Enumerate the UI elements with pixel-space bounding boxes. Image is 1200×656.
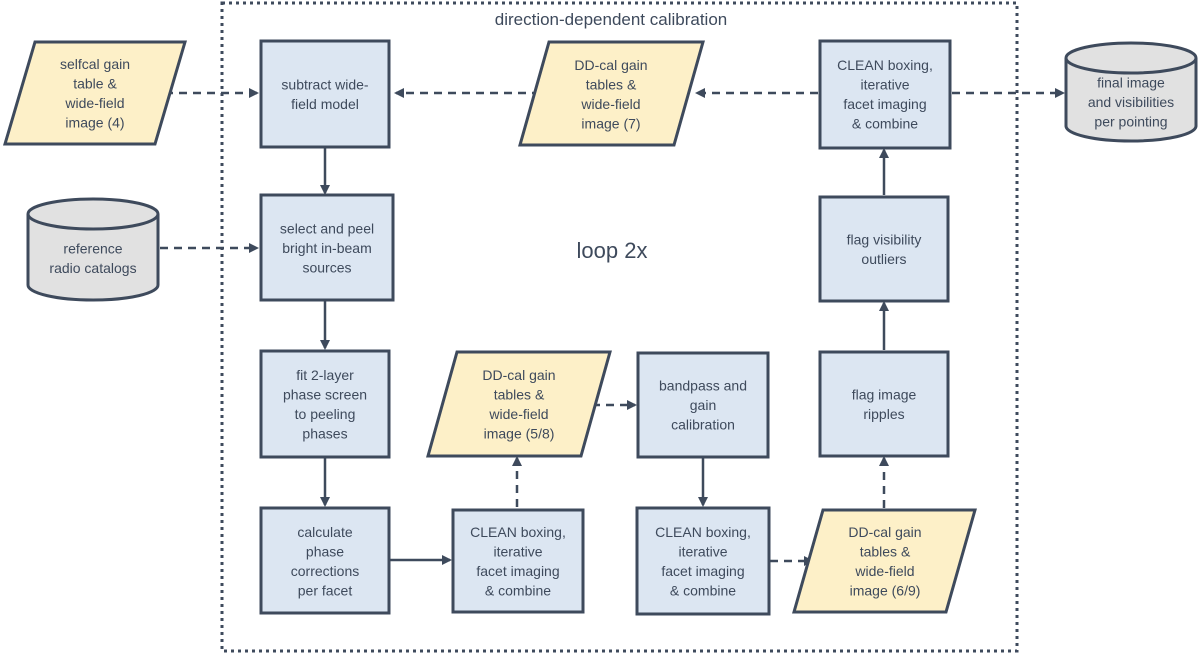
label-line: per pointing <box>1094 114 1167 130</box>
label-line: per facet <box>298 582 353 598</box>
label-line: field model <box>291 96 359 112</box>
data-ddcal-7-label: DD-cal gain tables & wide-field image (7) <box>574 57 647 132</box>
label-line: tables & <box>586 76 637 92</box>
data-ddcal-5-8-label: DD-cal gain tables & wide-field image (5/8) <box>482 367 555 442</box>
database-reference-catalogs: reference radio catalogs <box>26 197 160 302</box>
label-line: final image <box>1097 75 1165 91</box>
label-line: select and peel <box>280 221 374 237</box>
process-bandpass-gain-label: bandpass and gain calibration <box>659 378 747 433</box>
process-bandpass-gain: bandpass and gain calibration <box>636 351 770 459</box>
data-ddcal-6-9-label: DD-cal gain tables & wide-field image (6/9) <box>848 524 921 599</box>
process-fit-phase-screen: fit 2-layer phase screen to peeling phases <box>259 349 391 459</box>
label-line: iterative <box>860 76 909 92</box>
process-calc-phase-corrections: calculate phase corrections per facet <box>259 506 391 615</box>
label-line: phase <box>306 543 344 559</box>
label-line: radio catalogs <box>49 260 136 276</box>
data-ddcal-6-9: DD-cal gain tables & wide-field image (6/9) <box>792 508 977 614</box>
label-line: CLEAN boxing, <box>655 524 751 540</box>
label-line: phases <box>302 425 347 441</box>
process-subtract-model-label: subtract wide-field model <box>281 76 368 112</box>
process-subtract-model: subtract wide-field model <box>259 39 391 149</box>
direction-dependent-calibration-frame <box>220 1 1019 653</box>
label-line: bandpass and <box>659 378 747 394</box>
process-clean-imaging-1-label: CLEAN boxing, iterative facet imaging & com… <box>470 524 566 599</box>
process-flag-outliers: flag visibility outliers <box>818 195 950 303</box>
label-line: subtract wide- <box>281 76 368 92</box>
label-line: calibration <box>671 417 735 433</box>
label-line: CLEAN boxing, <box>837 57 933 73</box>
label-line: corrections <box>291 563 359 579</box>
process-flag-outliers-label: flag visibility outliers <box>847 231 922 266</box>
label-line: iterative <box>493 543 542 559</box>
label-line: selfcal gain <box>60 56 130 72</box>
label-line: wide-field <box>488 406 548 422</box>
label-line: phase screen <box>283 386 367 402</box>
label-line: CLEAN boxing, <box>470 524 566 540</box>
label-line: wide-field <box>64 95 124 111</box>
label-line: image (6/9) <box>850 582 921 598</box>
label-line: flag visibility <box>847 231 922 247</box>
label-line: and visibilities <box>1088 94 1174 110</box>
label-line: table & <box>73 75 117 91</box>
label-line: wide-field <box>854 563 914 579</box>
database-final-output-label: final image and visibilities per pointing <box>1088 75 1174 130</box>
label-line: to peeling <box>295 406 356 422</box>
label-line: image (5/8) <box>484 425 555 441</box>
label-line: tables & <box>494 386 545 402</box>
process-clean-imaging-2-label: CLEAN boxing, iterative facet imaging & com… <box>655 524 751 599</box>
label-line: tables & <box>860 543 911 559</box>
label-line: DD-cal gain <box>848 524 921 540</box>
label-line: DD-cal gain <box>482 367 555 383</box>
process-select-peel: select and peel bright in-beam sources <box>259 193 395 302</box>
label-line: flag image <box>852 386 917 402</box>
label-line: ripples <box>863 406 904 422</box>
database-final-output: final image and visibilities per pointing <box>1064 41 1198 143</box>
label-line: gain <box>690 397 716 413</box>
process-flag-ripples-label: flag image ripples <box>852 386 917 422</box>
label-line: wide-field <box>580 96 640 112</box>
process-select-peel-label: select and peel bright in-beam sources <box>280 221 374 276</box>
label-line: image (4) <box>65 114 124 130</box>
label-line: DD-cal gain <box>574 57 647 73</box>
label-line: outliers <box>861 251 906 267</box>
label-line: image (7) <box>581 115 640 131</box>
label-line: facet imaging <box>661 563 744 579</box>
database-reference-catalogs-label: reference radio catalogs <box>49 240 136 275</box>
process-clean-imaging-1: CLEAN boxing, iterative facet imaging & com… <box>451 508 585 614</box>
label-line: reference <box>63 240 122 256</box>
label-line: & combine <box>485 582 551 598</box>
label-line: facet imaging <box>843 96 926 112</box>
process-flag-ripples: flag image ripples <box>818 350 950 458</box>
data-ddcal-7: DD-cal gain tables & wide-field image (7) <box>518 40 705 147</box>
data-selfcal-input: selfcal gain table & wide-field image (4) <box>2 40 188 146</box>
edges <box>160 88 1065 566</box>
title-background <box>470 8 755 32</box>
label-line: & combine <box>670 582 736 598</box>
label-line: sources <box>302 260 351 276</box>
label-line: calculate <box>297 524 352 540</box>
process-calc-phase-corrections-label: calculate phase corrections per facet <box>291 524 359 599</box>
label-line: & combine <box>852 115 918 131</box>
label-line: facet imaging <box>476 563 559 579</box>
loop-label: loop 2x <box>577 238 648 263</box>
data-selfcal-input-label: selfcal gain table & wide-field image (4) <box>60 56 130 131</box>
data-ddcal-5-8: DD-cal gain tables & wide-field image (5/8) <box>426 350 612 458</box>
label-line: iterative <box>678 543 727 559</box>
process-clean-imaging-3-label: CLEAN boxing, iterative facet imaging & com… <box>837 57 933 132</box>
diagram-title: direction-dependent calibration <box>495 10 728 29</box>
label-line: bright in-beam <box>282 240 372 256</box>
process-clean-imaging-3: CLEAN boxing, iterative facet imaging & com… <box>818 39 952 150</box>
process-clean-imaging-2: CLEAN boxing, iterative facet imaging & com… <box>635 506 771 616</box>
label-line: fit 2-layer <box>296 367 354 383</box>
process-fit-phase-screen-label: fit 2-layer phase screen to peeling phases <box>283 367 367 442</box>
